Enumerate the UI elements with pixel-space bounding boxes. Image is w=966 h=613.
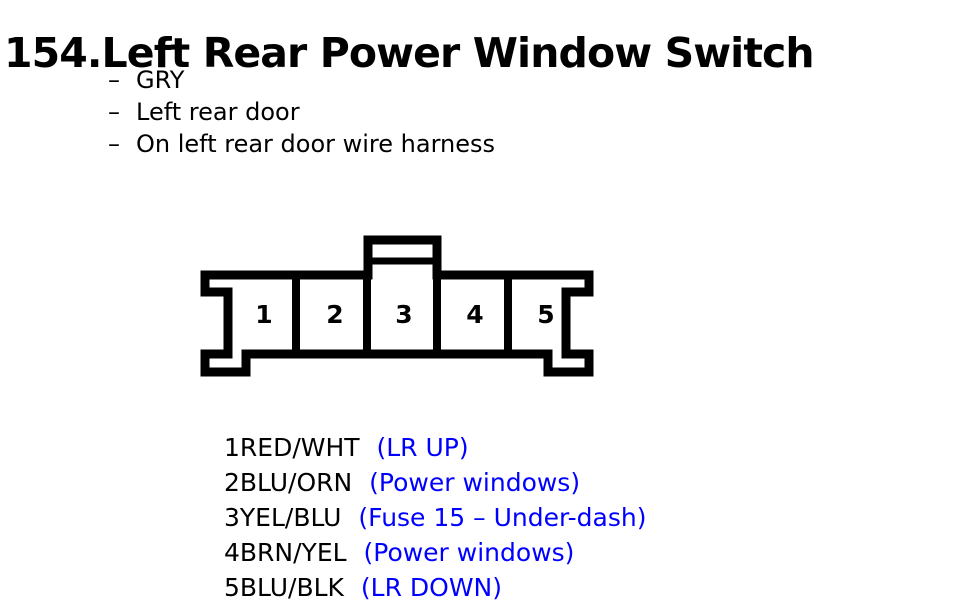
wire-color-code: 5BLU/BLK bbox=[224, 573, 344, 602]
bullet-dash-icon: – bbox=[108, 66, 120, 94]
pin-assignment-row: 4BRN/YEL (Power windows) bbox=[224, 535, 647, 570]
pin-assignment-row: 5BLU/BLK (LR DOWN) bbox=[224, 570, 647, 605]
pin-number-3: 3 bbox=[395, 300, 412, 329]
pin-number-5: 5 bbox=[537, 300, 554, 329]
page-title: 154.Left Rear Power Window Switch bbox=[4, 29, 815, 78]
pin-assignment-row: 2BLU/ORN (Power windows) bbox=[224, 465, 647, 500]
connector-outline-svg: 1 2 3 4 5 bbox=[200, 235, 594, 377]
connector-diagram: 1 2 3 4 5 bbox=[196, 230, 616, 384]
circuit-note: (Power windows) bbox=[363, 538, 575, 567]
pin-number-2: 2 bbox=[326, 300, 343, 329]
pin-assignment-row: 3YEL/BLU (Fuse 15 – Under-dash) bbox=[224, 500, 647, 535]
wire-color-code: 2BLU/ORN bbox=[224, 468, 353, 497]
attribute-text: On left rear door wire harness bbox=[136, 130, 496, 158]
connector-body-path bbox=[200, 235, 594, 377]
pin-number-1: 1 bbox=[255, 300, 272, 329]
circuit-note: (LR UP) bbox=[376, 433, 469, 462]
circuit-note: (Power windows) bbox=[369, 468, 581, 497]
attribute-list: – GRY – Left rear door – On left rear do… bbox=[108, 64, 495, 160]
pin-number-4: 4 bbox=[466, 300, 483, 329]
wire-color-code: 1RED/WHT bbox=[224, 433, 360, 462]
pin-assignment-list: 1RED/WHT (LR UP) 2BLU/ORN (Power windows… bbox=[224, 430, 647, 605]
list-item: – Left rear door bbox=[108, 96, 495, 128]
list-item: – On left rear door wire harness bbox=[108, 128, 495, 160]
circuit-note: (Fuse 15 – Under-dash) bbox=[358, 503, 647, 532]
bullet-dash-icon: – bbox=[108, 98, 120, 126]
attribute-text: GRY bbox=[136, 66, 185, 94]
circuit-note: (LR DOWN) bbox=[360, 573, 502, 602]
pin-assignment-row: 1RED/WHT (LR UP) bbox=[224, 430, 647, 465]
wire-color-code: 4BRN/YEL bbox=[224, 538, 347, 567]
bullet-dash-icon: – bbox=[108, 130, 120, 158]
attribute-text: Left rear door bbox=[136, 98, 300, 126]
list-item: – GRY bbox=[108, 64, 495, 96]
wire-color-code: 3YEL/BLU bbox=[224, 503, 342, 532]
